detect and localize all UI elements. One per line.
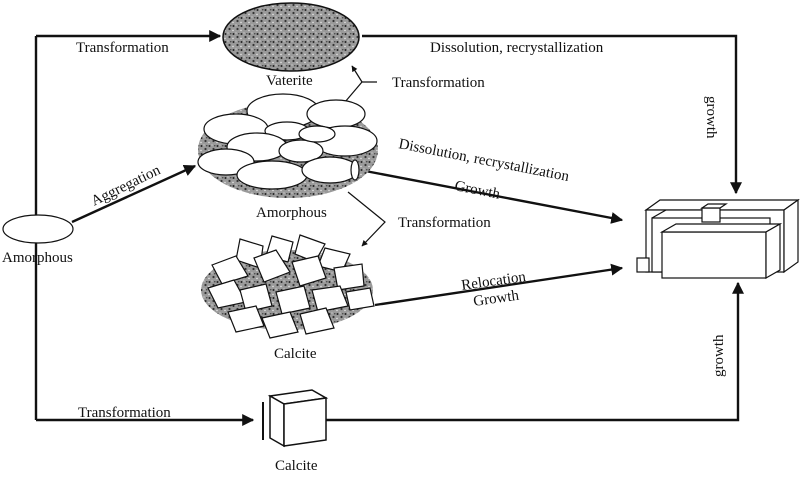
arrow-transformation-calcite xyxy=(347,191,386,247)
label-growth-right-top: growth xyxy=(703,96,719,139)
label-vaterite: Vaterite xyxy=(266,73,313,89)
label-growth-right-bottom: growth xyxy=(711,334,727,377)
calcite-cluster xyxy=(201,234,375,339)
label-dissolution-mid: Dissolution, recrystallization xyxy=(397,136,571,185)
label-transformation-top: Transformation xyxy=(76,40,169,56)
arrow-dissolution-mid xyxy=(359,168,624,224)
arrow-relocation xyxy=(374,263,624,307)
label-growth-relocation: Growth xyxy=(472,288,520,310)
arrow-vaterite-to-crystal xyxy=(362,34,742,195)
label-transformation-bottom: Transformation xyxy=(78,405,171,421)
label-transformation-vaterite: Transformation xyxy=(392,75,485,91)
arrow-transformation-vaterite xyxy=(344,81,377,103)
arrow-aggregation xyxy=(71,164,197,224)
final-crystal xyxy=(636,198,800,280)
vaterite-sphere xyxy=(222,2,360,72)
label-growth-mid: Growth xyxy=(453,178,502,203)
calcite-cube xyxy=(262,389,329,448)
label-amorphous-cluster: Amorphous xyxy=(256,205,327,221)
amorphous-cluster xyxy=(197,93,378,198)
label-transformation-mid: Transformation xyxy=(398,215,491,231)
amorphous-particle xyxy=(2,214,74,244)
label-calcite-cube: Calcite xyxy=(275,458,318,474)
arrow-cube-to-crystal xyxy=(326,281,744,422)
label-amorphous-left: Amorphous xyxy=(2,250,73,266)
label-calcite-cluster: Calcite xyxy=(274,346,317,362)
label-dissolution-top: Dissolution, recrystallization xyxy=(430,40,604,56)
